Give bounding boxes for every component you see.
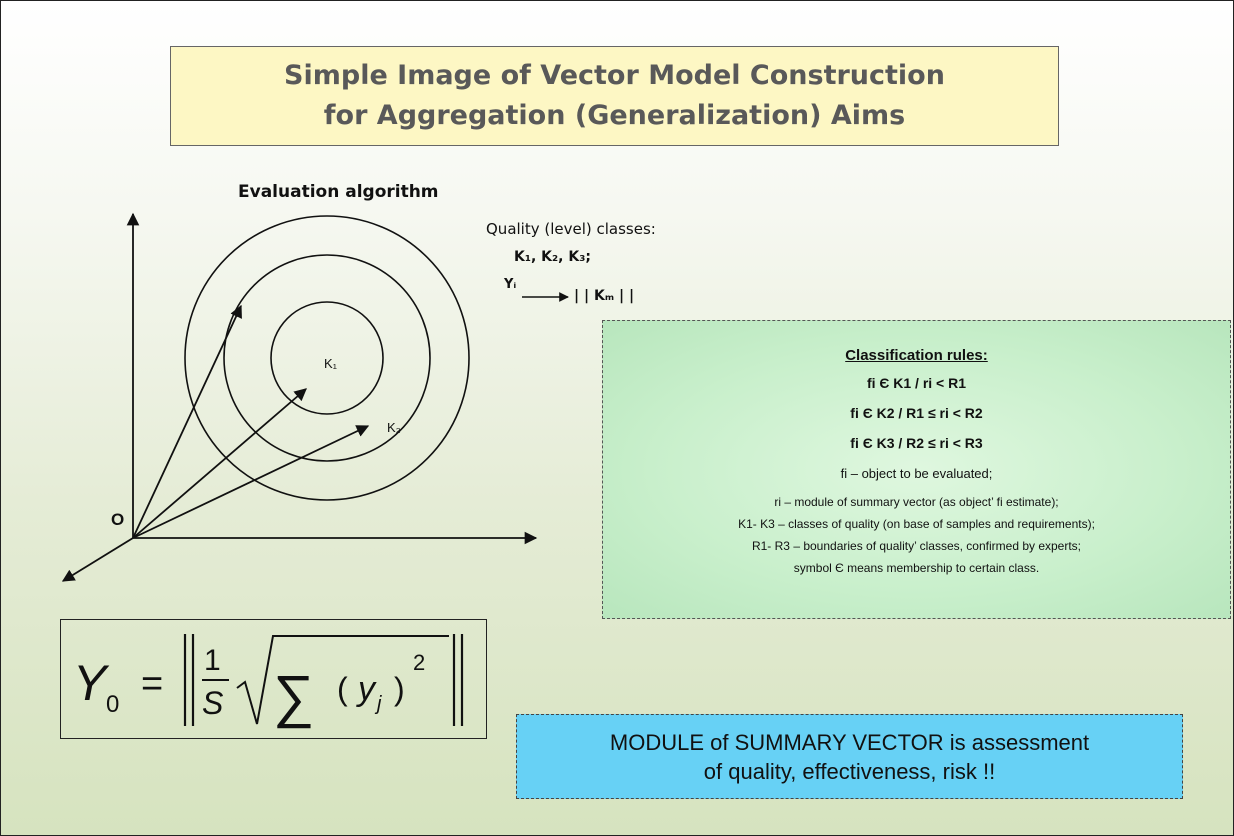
quality-classes-list: K₁, K₂, K₃; [514,249,591,265]
formula-exp: 2 [413,650,425,675]
module-summary-box: MODULE of SUMMARY VECTOR is assessment o… [516,714,1183,799]
radical-sign [236,635,449,725]
formula-lhs: Y [73,655,110,711]
classification-rules-box: Classification rules: fi Є K1 / ri < R1 … [602,320,1231,619]
formula-box: Y 0 = 1 S ∑ ( y j ) 2 [60,619,487,739]
module-line-2: of quality, effectiveness, risk !! [703,758,996,784]
middle-circle [223,254,431,462]
rules-heading: Classification rules: [845,347,988,364]
formula-equals: = [141,663,163,705]
rule-desc-module: ri – module of summary vector (as object… [774,495,1059,509]
vector-2 [132,388,307,539]
title-line-2: for Aggregation (Generalization) Aims [323,100,906,131]
title-line-1: Simple Image of Vector Model Constructio… [284,60,945,91]
rule-1: fi Є K1 / ri < R1 [866,375,967,391]
vector-1 [132,304,242,539]
formula-term-sub: j [374,693,382,715]
outer-circle [184,215,470,501]
rule-desc-classes: K1- K3 – classes of quality (on base of … [738,517,1095,531]
rule-desc-symbol: symbol Є means membership to certain cla… [793,561,1040,575]
vector-3 [132,425,370,539]
rule-3: fi Є K3 / R2 ≤ ri < R3 [850,435,983,451]
quality-mapping-right: | | Kₘ | | [574,288,635,304]
k1-label: K₁ [324,356,338,371]
rule-desc-object: fi – object to be evaluated; [840,466,993,481]
title-box: Simple Image of Vector Model Constructio… [170,46,1059,146]
formula-svg: Y 0 = 1 S ∑ ( y j ) 2 [73,634,464,729]
rule-desc-boundaries: R1- R3 – boundaries of quality’ classes,… [751,539,1082,553]
formula-numerator: 1 [204,644,221,677]
module-line-1: MODULE of SUMMARY VECTOR is assessment [609,729,1090,755]
formula-denominator: S [202,685,223,721]
formula-paren-open: ( [337,671,348,707]
formula-term-var: y [356,670,377,708]
formula-sum: ∑ [273,664,314,729]
z-axis [61,537,134,582]
inner-circle [270,301,384,415]
formula-paren-close: ) [394,671,405,707]
rule-2: fi Є K2 / R1 ≤ ri < R2 [850,405,983,421]
k2-label: K₂ [387,420,401,435]
formula-lhs-sub: 0 [106,691,119,718]
quality-classes-heading: Quality (level) classes: [486,220,656,238]
evaluation-algorithm-label: Evaluation algorithm [238,182,439,202]
origin-label: O [111,510,124,529]
quality-mapping-left: Yᵢ [504,277,517,292]
